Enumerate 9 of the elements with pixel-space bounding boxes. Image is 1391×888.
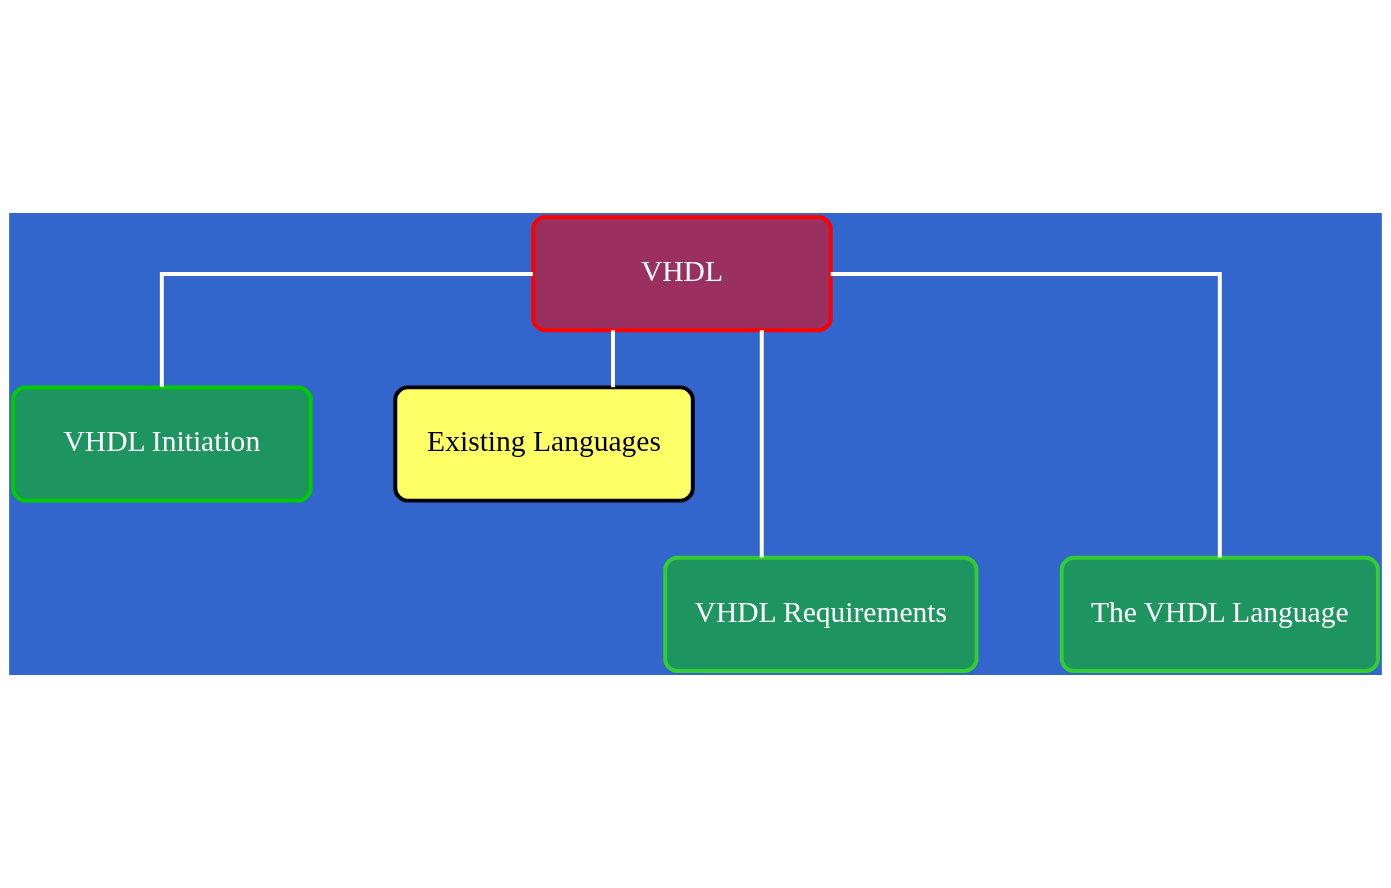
node-box: The VHDL Language [1059,555,1380,674]
node-box: Existing Languages [393,385,695,503]
connector [830,272,1222,558]
node-box: VHDL [531,214,833,333]
connector [159,272,533,387]
node-box: VHDL Initiation [11,385,313,503]
node-box: VHDL Requirements [663,555,979,674]
connector [759,330,764,558]
connector [611,330,615,388]
